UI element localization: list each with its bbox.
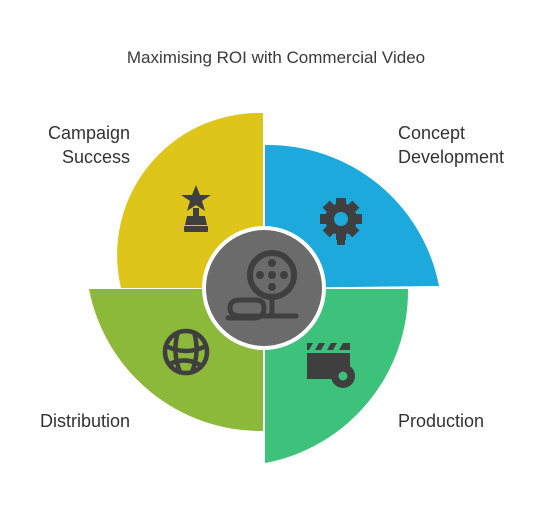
trophy-icon	[181, 185, 211, 232]
label-production: Production	[398, 411, 485, 431]
center-hub	[202, 226, 326, 350]
film-reel-icon	[225, 250, 299, 321]
globe-icon	[162, 328, 210, 376]
clapperboard-icon	[307, 343, 355, 388]
diagram-title: Maximising ROI with Commercial Video	[126, 48, 426, 67]
label-distribution: Distribution	[39, 411, 130, 431]
gear-icon	[320, 198, 362, 245]
label-concept-development: Concept Development	[398, 123, 505, 167]
label-campaign-success: Campaign Success	[47, 123, 130, 167]
